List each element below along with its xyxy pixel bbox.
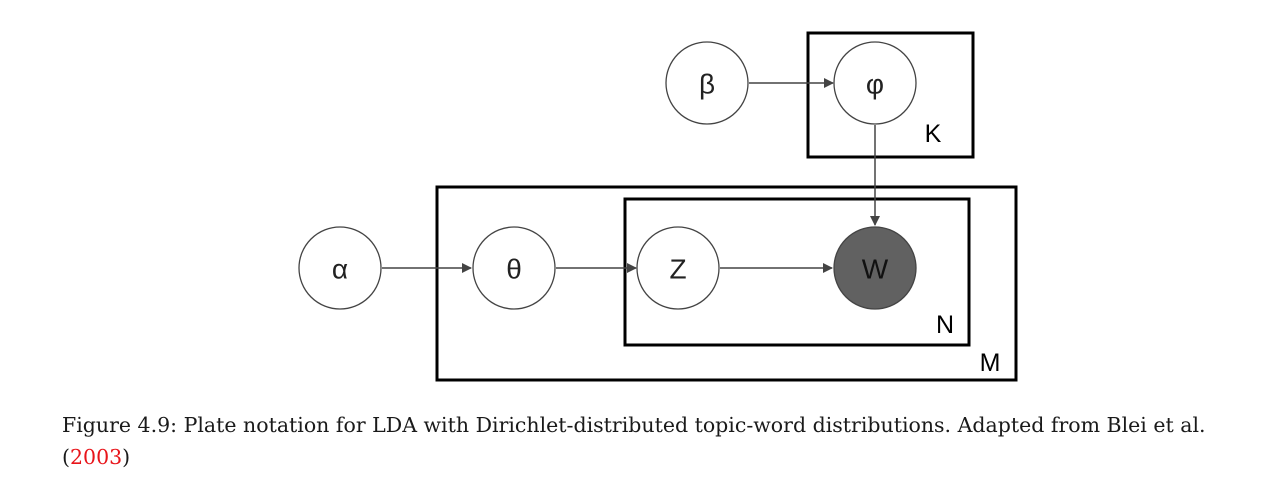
- citation-link[interactable]: 2003: [70, 445, 123, 469]
- node-beta-label: β: [699, 69, 715, 100]
- plate-words: [623, 197, 971, 347]
- node-z: Z: [636, 226, 720, 310]
- caption-closing: ): [122, 445, 131, 469]
- node-theta-label: θ: [506, 254, 522, 285]
- lda-plate-diagram: α θ Z W β φ K N M: [298, 31, 1018, 382]
- plate-topics-label: K: [925, 120, 942, 148]
- node-phi: φ: [833, 41, 917, 125]
- figure-caption: Figure 4.9: Plate notation for LDA with …: [62, 409, 1277, 473]
- plate-topics: [806, 31, 975, 159]
- node-z-label: Z: [669, 254, 686, 285]
- node-alpha-label: α: [332, 254, 348, 285]
- node-beta: β: [665, 41, 749, 125]
- node-theta: θ: [472, 226, 556, 310]
- plate-documents: [435, 185, 1018, 382]
- plate-documents-label: M: [980, 349, 1001, 377]
- node-w-label: W: [862, 254, 889, 285]
- node-w-observed: W: [833, 226, 917, 310]
- node-phi-label: φ: [866, 69, 884, 100]
- node-alpha: α: [298, 226, 382, 310]
- caption-text: Figure 4.9: Plate notation for LDA with …: [62, 413, 1206, 469]
- plate-words-label: N: [936, 311, 954, 339]
